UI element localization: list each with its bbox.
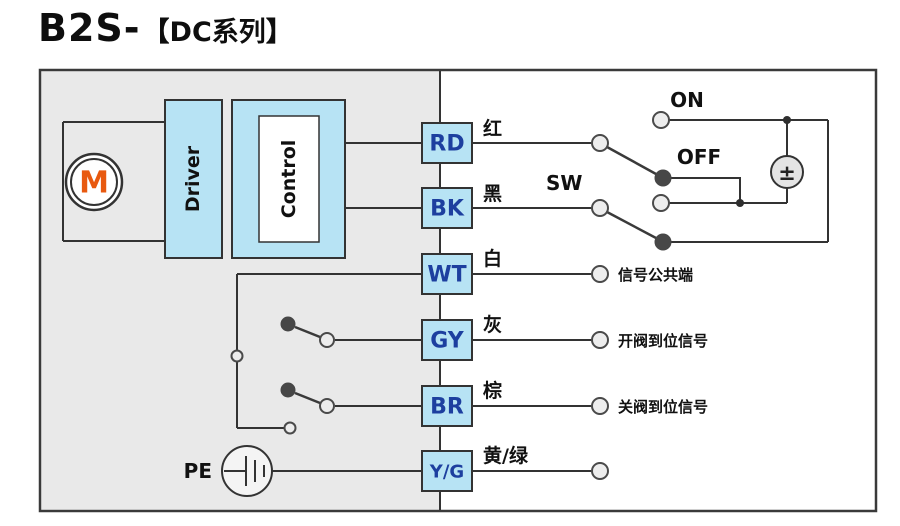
dc-source-symbol: ±	[778, 161, 796, 185]
terminal-rd: RD	[421, 122, 473, 164]
open-limit-blade	[294, 325, 321, 339]
terminal-wt-box	[421, 253, 473, 295]
junction-dot-mid	[736, 199, 744, 207]
wt-color-label: 白	[483, 247, 502, 270]
gy-end-node	[591, 331, 609, 349]
br-end-node	[591, 397, 609, 415]
lower-open-contact-node	[652, 194, 670, 212]
rd-pole-node	[591, 134, 609, 152]
close-limit-pole	[319, 398, 335, 414]
terminal-yg-code: Y/G	[429, 462, 464, 483]
driver-label: Driver	[182, 145, 204, 212]
page-title: B2S- 【DC系列】	[38, 6, 293, 50]
off-label: OFF	[677, 145, 721, 169]
sw-label: SW	[546, 171, 582, 195]
model-name: B2S-	[38, 6, 141, 50]
motor-letter: M	[79, 166, 109, 201]
lower-closed-contact-node	[654, 233, 672, 251]
series-name: 【DC系列】	[142, 17, 293, 48]
pe-label: PE	[184, 459, 212, 483]
rail-tap-node	[230, 349, 244, 363]
off-contact-node	[654, 169, 672, 187]
junction-dot-top	[783, 116, 791, 124]
signal-close-label: 关阀到位信号	[618, 398, 708, 416]
wt-end-node	[591, 265, 609, 283]
bk-pole-node	[591, 199, 609, 217]
signal-open-label: 开阀到位信号	[618, 332, 708, 350]
terminal-wt: WT	[421, 253, 473, 295]
on-label: ON	[670, 88, 704, 112]
rd-color-label: 红	[483, 117, 502, 140]
close-limit-blade	[294, 391, 321, 405]
power-switch-circuit: ± SW ON OFF	[546, 88, 829, 251]
dc-source-circle	[770, 155, 804, 189]
control-block: Control	[231, 99, 346, 259]
terminal-bk: BK	[421, 187, 473, 229]
gy-color-label: 灰	[483, 313, 502, 336]
terminal-bk-box	[421, 187, 473, 229]
terminal-gy-box	[421, 319, 473, 361]
bk-color-label: 黑	[483, 183, 502, 205]
br-color-label: 棕	[483, 379, 502, 402]
rail-end-node	[283, 421, 297, 435]
open-limit-switch	[280, 316, 335, 348]
open-limit-pole	[319, 332, 335, 348]
open-limit-contact	[280, 316, 296, 332]
terminal-br-box	[421, 385, 473, 427]
terminal-bk-code: BK	[430, 197, 465, 222]
motor-wiring	[62, 121, 165, 242]
terminal-wt-code: WT	[427, 263, 466, 288]
terminal-br-code: BR	[430, 395, 464, 420]
yg-end-node	[591, 462, 609, 480]
signal-common-label: 信号公共端	[618, 266, 693, 284]
motor-inner-circle	[70, 158, 118, 206]
terminal-yg: Y/G	[421, 450, 473, 492]
terminal-gy: GY	[421, 319, 473, 361]
switch-blade-lower	[606, 210, 657, 240]
terminal-yg-box	[421, 450, 473, 492]
terminal-rd-code: RD	[429, 132, 464, 157]
terminal-rd-box	[421, 122, 473, 164]
close-limit-contact	[280, 382, 296, 398]
driver-block: Driver	[164, 99, 223, 259]
terminal-strip: RD BK WT GY BR Y/G	[421, 122, 473, 492]
yg-color-label: 黄/绿	[483, 444, 529, 467]
pe-ground-symbol: PE	[184, 445, 422, 497]
on-contact-node	[652, 111, 670, 129]
switch-blade-upper	[606, 145, 657, 176]
terminal-gy-code: GY	[430, 329, 465, 354]
motor-symbol: M	[64, 152, 124, 212]
control-label: Control	[278, 140, 300, 219]
driver-box	[164, 99, 223, 259]
close-limit-switch	[280, 382, 335, 414]
off-branch-wire	[671, 177, 741, 203]
terminal-br: BR	[421, 385, 473, 427]
control-inner-box	[258, 115, 320, 243]
